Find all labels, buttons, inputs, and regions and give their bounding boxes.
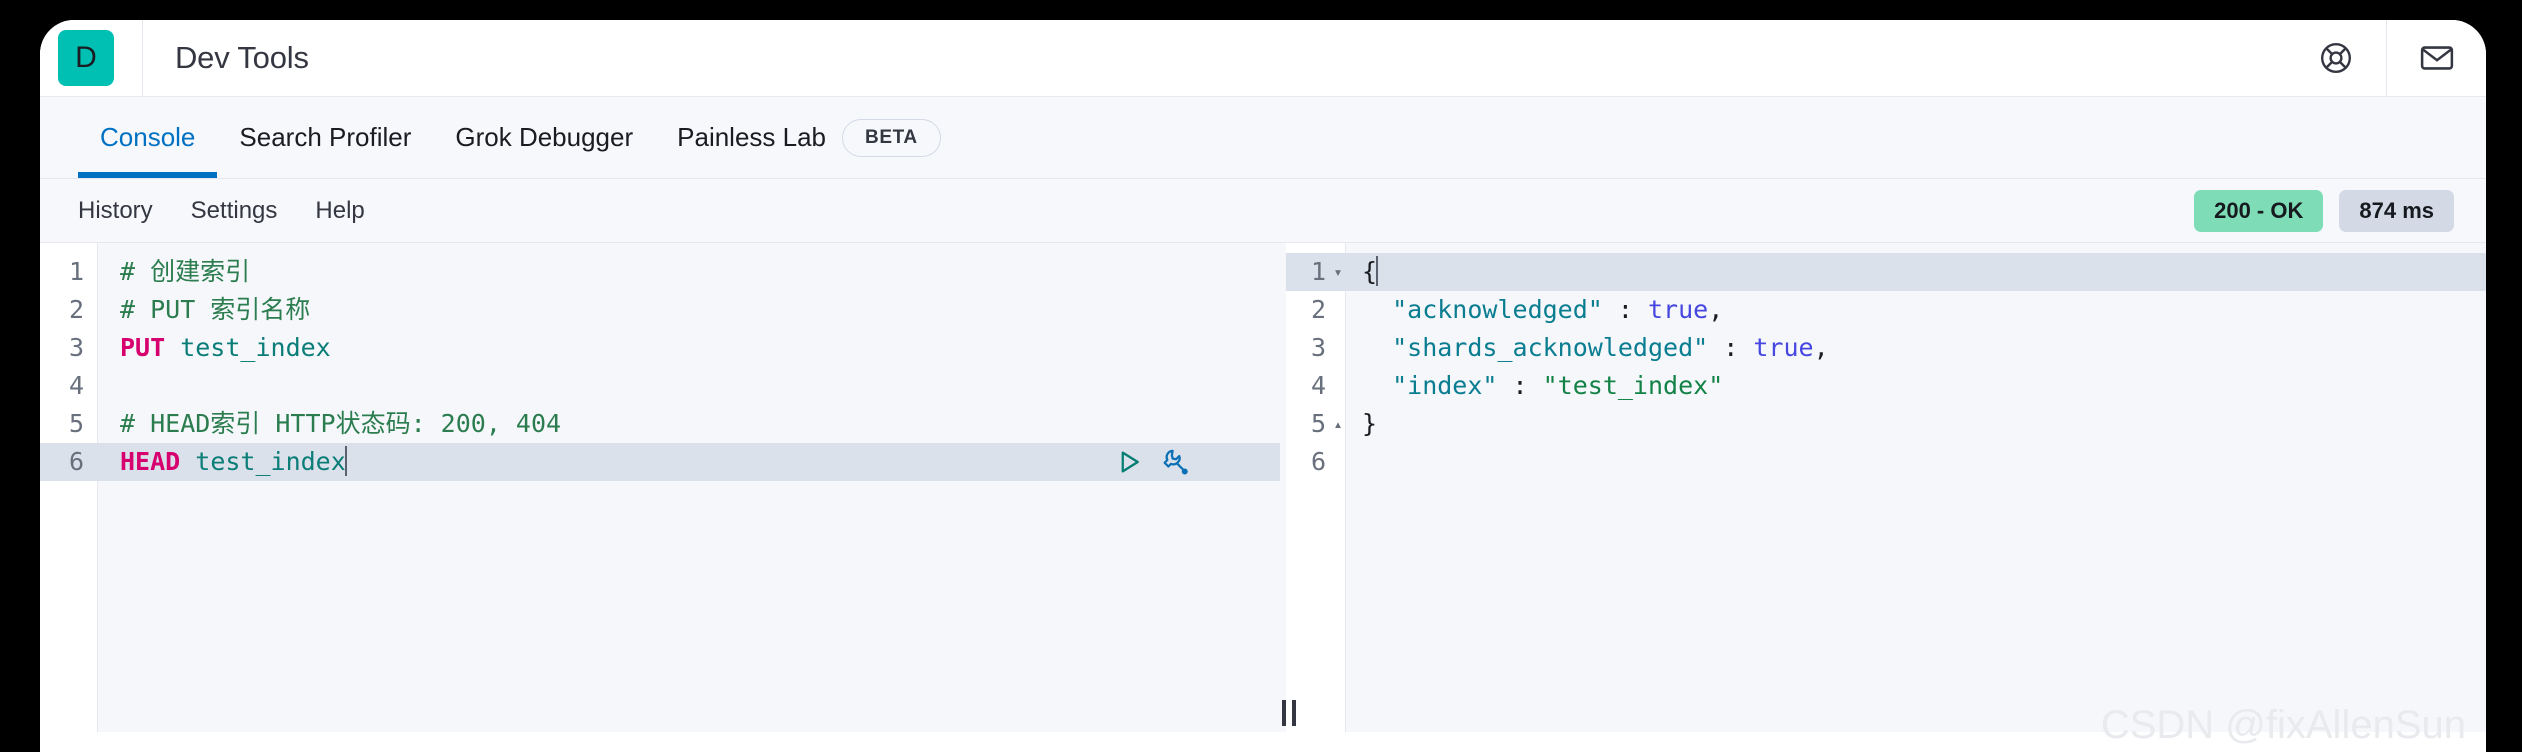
request-line-number: 2 <box>68 295 84 324</box>
request-line-text: # 创建索引 <box>98 253 250 291</box>
request-editor-pane[interactable]: 1 # 创建索引 2 # PUT 索引名称 3 PUT test_index 4 5 # HEA… <box>40 243 1280 732</box>
tab-console[interactable]: Console <box>78 97 218 178</box>
token-bool: true <box>1647 295 1709 324</box>
token-punct: : <box>1708 333 1754 362</box>
request-line: 6 HEAD test_index <box>40 443 1280 481</box>
request-line-text: PUT test_index <box>98 329 331 367</box>
response-line-text: "index" : "test_index" <box>1346 367 1723 405</box>
token-key: "acknowledged" <box>1362 295 1603 324</box>
request-line-text: # PUT 索引名称 <box>98 291 310 329</box>
pane-resizer[interactable] <box>1280 243 1286 732</box>
text-caret <box>344 446 347 476</box>
request-gutter <box>40 243 98 732</box>
response-code: 1▾{2 "acknowledged" : true,3 "shards_ack… <box>1286 243 2486 481</box>
request-line-number: 1 <box>68 257 84 286</box>
response-line-number: 5 <box>1310 409 1326 438</box>
response-line: 6 <box>1286 443 2486 481</box>
drag-bar-1 <box>1282 700 1286 726</box>
token-key: "shards_acknowledged" <box>1362 333 1709 362</box>
wrench-tools-icon[interactable] <box>1160 447 1190 477</box>
code-fold-toggle-icon[interactable]: ▾ <box>1333 263 1343 281</box>
request-line-number: 3 <box>68 333 84 362</box>
mail-envelope-icon[interactable] <box>2386 20 2486 96</box>
tab-bar: Console Search Profiler Grok Debugger Pa… <box>40 96 2486 178</box>
token-punct: : <box>1602 295 1648 324</box>
history-button[interactable]: History <box>78 196 153 224</box>
response-line: 3 "shards_acknowledged" : true, <box>1286 329 2486 367</box>
request-line-actions <box>1114 443 1190 481</box>
help-button[interactable]: Help <box>315 196 365 224</box>
token-key: "index" <box>1362 371 1498 400</box>
drag-bar-2 <box>1292 700 1296 726</box>
tab-grok-debugger[interactable]: Grok Debugger <box>433 97 655 178</box>
tab-search-profiler[interactable]: Search Profiler <box>217 97 433 178</box>
response-gutter <box>1286 243 1346 732</box>
beta-badge: BETA <box>842 118 941 157</box>
response-line: 5 ▴} <box>1286 405 2486 443</box>
request-line: 5 # HEAD索引 HTTP状态码: 200, 404 <box>40 405 1280 443</box>
response-line-number: 4 <box>1310 371 1326 400</box>
request-line-text: # HEAD索引 HTTP状态码: 200, 404 <box>98 405 561 443</box>
response-line-text: "acknowledged" : true, <box>1346 291 1723 329</box>
token-url: test_index <box>165 333 331 362</box>
request-code[interactable]: 1 # 创建索引 2 # PUT 索引名称 3 PUT test_index 4 5 # HEA… <box>40 243 1280 481</box>
editor-split: 1 # 创建索引 2 # PUT 索引名称 3 PUT test_index 4 5 # HEA… <box>40 242 2486 732</box>
token-string: "test_index" <box>1542 371 1724 400</box>
request-line: 1 # 创建索引 <box>40 253 1280 291</box>
text-caret <box>1376 256 1379 286</box>
request-line-number: 4 <box>68 371 84 400</box>
dev-tools-window: D Dev Tools <box>40 20 2486 752</box>
response-line: 2 "acknowledged" : true, <box>1286 291 2486 329</box>
request-line-number: 6 <box>68 447 84 476</box>
tab-grok-debugger-label: Grok Debugger <box>455 122 634 152</box>
help-life-ring-icon[interactable] <box>2286 20 2386 96</box>
token-bool: true <box>1753 333 1814 362</box>
token-method: PUT <box>120 333 166 362</box>
settings-button[interactable]: Settings <box>190 196 278 224</box>
request-line-text: HEAD test_index <box>98 443 347 481</box>
tab-painless-lab-label: Painless Lab <box>677 122 827 152</box>
app-header: D Dev Tools <box>40 20 2486 96</box>
response-viewer-pane[interactable]: 1▾{2 "acknowledged" : true,3 "shards_ack… <box>1286 243 2486 732</box>
code-fold-toggle-icon[interactable]: ▴ <box>1333 415 1343 433</box>
tab-painless-lab[interactable]: Painless Lab BETA <box>655 97 963 178</box>
send-request-play-icon[interactable] <box>1114 447 1144 477</box>
tab-search-profiler-label: Search Profiler <box>239 122 412 152</box>
header-icon-group <box>2286 20 2486 96</box>
header-divider <box>142 20 143 96</box>
tab-console-label: Console <box>100 122 196 152</box>
token-comment: # 创建索引 <box>120 257 251 286</box>
request-line: 3 PUT test_index <box>40 329 1280 367</box>
response-line: 1 ▾ { <box>1286 253 2486 291</box>
token-punct: , <box>1708 295 1724 324</box>
response-line-text: "shards_acknowledged" : true, <box>1346 329 1829 367</box>
token-comment: # HEAD索引 HTTP状态码: 200, 404 <box>120 409 562 438</box>
request-line-number: 5 <box>68 409 84 438</box>
token-punct: , <box>1813 333 1829 362</box>
token-comment: # PUT 索引名称 <box>120 295 311 324</box>
token-url: test_index <box>180 447 346 476</box>
response-line: 4 "index" : "test_index" <box>1286 367 2486 405</box>
status-badge: 200 - OK <box>2194 189 2324 232</box>
response-line-text: } <box>1346 405 1377 443</box>
response-line-text: { <box>1346 253 1379 291</box>
app-logo: D <box>58 30 114 86</box>
response-line-number: 3 <box>1310 333 1326 362</box>
response-line-number: 2 <box>1310 295 1326 324</box>
console-toolbar: History Settings Help 200 - OK 874 ms <box>40 178 2486 242</box>
response-line-number: 6 <box>1310 447 1326 476</box>
response-line-number: 1 <box>1310 257 1326 286</box>
token-punct: : <box>1497 371 1543 400</box>
duration-badge: 874 ms <box>2339 189 2454 232</box>
page-title: Dev Tools <box>175 40 309 75</box>
split-drag-handle[interactable] <box>1276 690 1302 732</box>
token-brace: } <box>1362 409 1378 438</box>
token-method: HEAD <box>120 447 181 476</box>
request-line: 2 # PUT 索引名称 <box>40 291 1280 329</box>
token-brace: { <box>1362 257 1378 286</box>
request-line: 4 <box>40 367 1280 405</box>
